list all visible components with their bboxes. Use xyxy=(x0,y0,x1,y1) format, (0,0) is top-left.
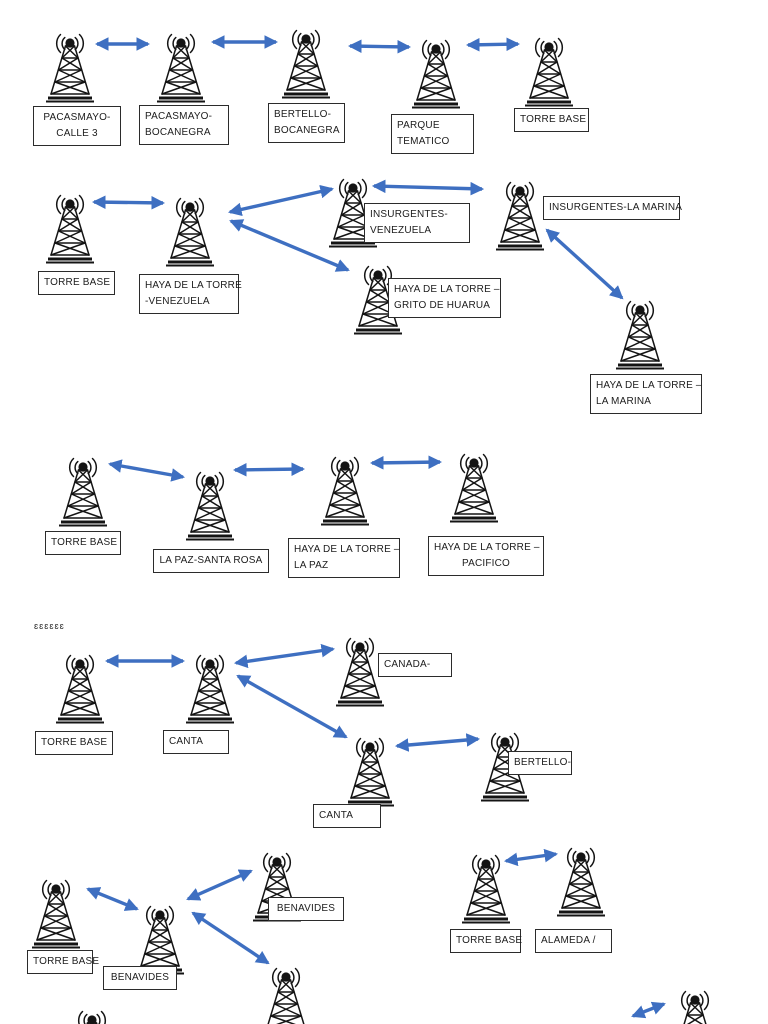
tower-label-line: BENAVIDES xyxy=(276,903,336,914)
tower-label-line: ALAMEDA / xyxy=(541,935,596,946)
tower-label: PACASMAYO- CALLE 3 xyxy=(33,106,121,146)
tower-label: TORRE BASE xyxy=(45,531,121,555)
tower-label: HAYA DE LA TORRE – PACIFICO xyxy=(428,536,544,576)
tower-label-line: LA PAZ xyxy=(294,560,329,571)
tower-label: TORRE BASE xyxy=(450,929,523,953)
tower-label-line: INSURGENTES- xyxy=(370,209,448,220)
tower-label: LA PAZ-SANTA ROSA xyxy=(153,549,269,573)
tower-label: TORRE BASE xyxy=(35,731,113,755)
tower-label-line: -VENEZUELA xyxy=(145,296,210,307)
tower-label: CANADA- xyxy=(378,653,452,677)
tower-label: HAYA DE LA TORRE – GRITO DE HUARUA xyxy=(388,278,501,318)
tower-label: TORRE BASE xyxy=(38,271,115,295)
tower-label-line: HAYA DE LA TORRE xyxy=(145,280,242,291)
tower-label-line: INSURGENTES-LA MARINA xyxy=(549,202,683,213)
tower-label: BERTELLO- xyxy=(508,751,572,775)
tower-label-line: TORRE BASE xyxy=(520,114,587,125)
tower-label-line: CANADA- xyxy=(384,659,431,670)
tower-label-line: CANTA xyxy=(169,736,204,747)
tower-label-line: BERTELLO- xyxy=(274,109,332,120)
tower-label: TORRE BASE xyxy=(27,950,100,974)
tower-label-line: PARQUE xyxy=(397,120,440,131)
tower-label: ALAMEDA / xyxy=(535,929,612,953)
tower-label-line: HAYA DE LA TORRE – xyxy=(596,380,702,391)
tower-label-line: LA MARINA xyxy=(596,396,652,407)
tower-label: HAYA DE LA TORRE – LA MARINA xyxy=(590,374,702,414)
tower-label-line: VENEZUELA xyxy=(370,225,432,236)
tower-label: PARQUE TEMATICO xyxy=(391,114,474,154)
tower-label-line: TORRE BASE xyxy=(456,935,523,946)
tower-label: BENAVIDES xyxy=(268,897,344,921)
tower-label: PACASMAYO- BOCANEGRA xyxy=(139,105,229,145)
tower-label-line: TORRE BASE xyxy=(33,956,100,967)
tower-label-line: CANTA xyxy=(319,810,354,821)
tower-label-line: BOCANEGRA xyxy=(274,125,340,136)
tower-label: HAYA DE LA TORRE -VENEZUELA xyxy=(139,274,242,314)
tower-label: HAYA DE LA TORRE – LA PAZ xyxy=(288,538,400,578)
tower-label-line: PACASMAYO- xyxy=(145,111,213,122)
tower-label-line: GRITO DE HUARUA xyxy=(394,300,491,311)
tower-label-line: TORRE BASE xyxy=(41,737,108,748)
tower-label: BERTELLO- BOCANEGRA xyxy=(268,103,345,143)
tower-label: INSURGENTES- VENEZUELA xyxy=(364,203,470,243)
tower-label-line: TORRE BASE xyxy=(44,277,111,288)
tower-label-line: HAYA DE LA TORRE – xyxy=(394,284,500,295)
tower-label-line: HAYA DE LA TORRE – xyxy=(294,544,400,555)
tower-label-line: CALLE 3 xyxy=(56,128,98,139)
tower-label-line: LA PAZ-SANTA ROSA xyxy=(159,555,263,566)
tower-label-line: TORRE BASE xyxy=(51,537,118,548)
tower-label-line: PACASMAYO- xyxy=(43,112,111,123)
tower-label: TORRE BASE xyxy=(514,108,589,132)
tower-label-line: TEMATICO xyxy=(397,136,450,147)
tower-label: BENAVIDES xyxy=(103,966,177,990)
tower-label-line: HAYA DE LA TORRE – xyxy=(434,542,540,553)
tower-label-line: BERTELLO- xyxy=(514,757,572,768)
tower-label-line: PACIFICO xyxy=(461,558,511,569)
tower-label-line: BENAVIDES xyxy=(110,972,170,983)
tower-label: CANTA xyxy=(313,804,381,828)
tower-label: INSURGENTES-LA MARINA xyxy=(543,196,683,220)
tower-label: CANTA xyxy=(163,730,229,754)
stray-text: ɛɛɛɛɛɛ xyxy=(34,621,65,631)
tower-label-line: BOCANEGRA xyxy=(145,127,211,138)
